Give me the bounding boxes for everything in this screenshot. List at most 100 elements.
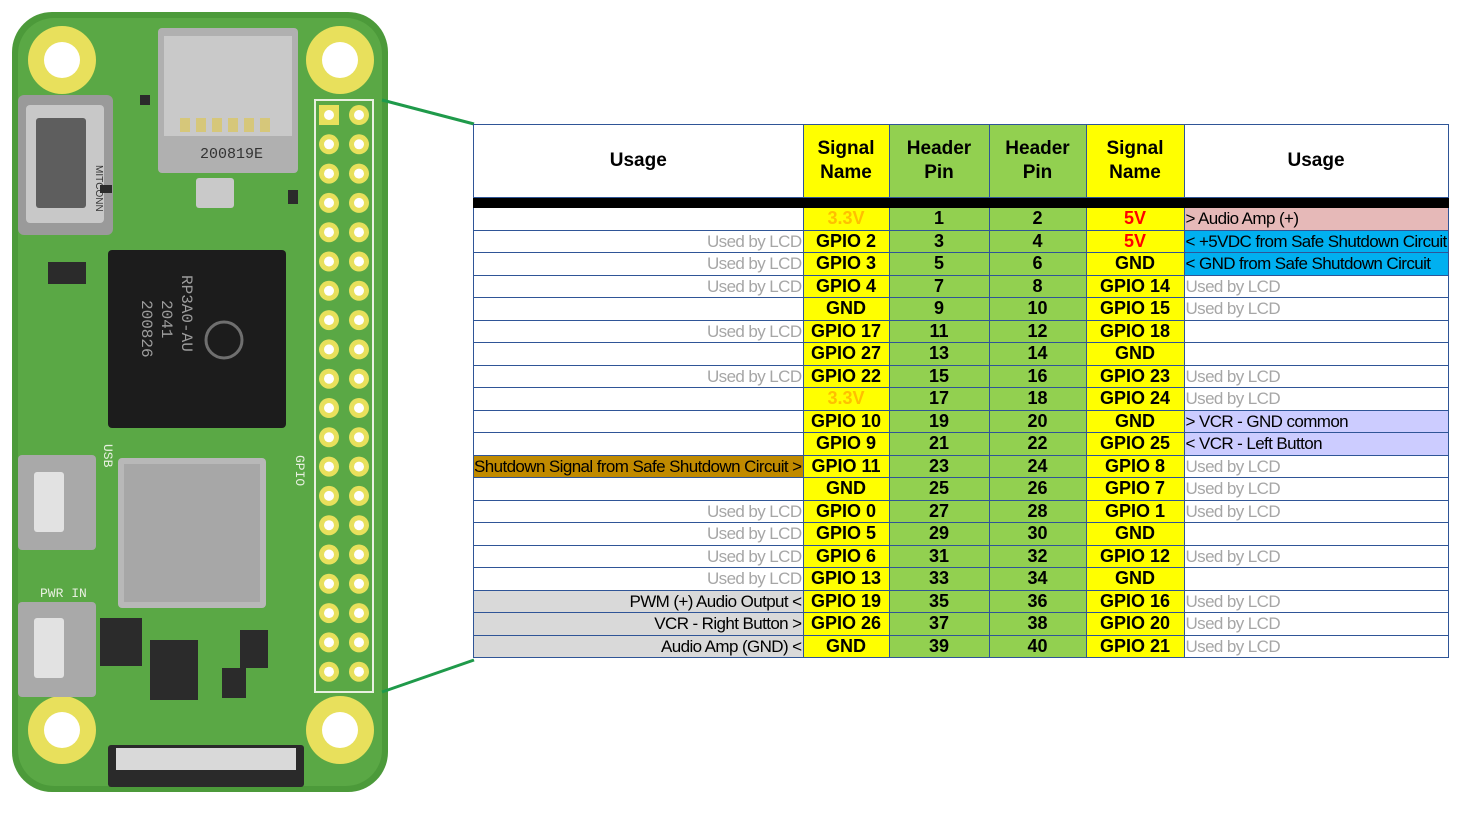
left-usage-cell: Used by LCD — [473, 364, 804, 388]
left-usage-cell — [473, 432, 804, 456]
gpio-pad-hole — [354, 432, 364, 443]
left-signal-cell: GND — [802, 297, 890, 321]
left-pin-cell: 19 — [888, 409, 990, 433]
left-signal-cell: 3.3V — [802, 387, 890, 411]
left-signal-cell: GPIO 0 — [802, 499, 890, 523]
gpio-header-outline — [314, 99, 374, 693]
right-pin-cell: 26 — [988, 477, 1087, 501]
mounting-holes — [28, 26, 374, 764]
gpio-pad-hole — [354, 461, 364, 472]
right-signal-cell: GND — [1085, 522, 1185, 546]
right-signal-cell: GPIO 14 — [1085, 274, 1185, 298]
left-usage-cell: PWM (+) Audio Output < — [473, 589, 804, 613]
right-pin-cell: 16 — [988, 364, 1087, 388]
left-signal-cell: GPIO 5 — [802, 522, 890, 546]
gpio-pad-hole — [354, 139, 364, 150]
header-usage-left: Usage — [473, 124, 804, 198]
gpio-pad-hole — [324, 403, 334, 413]
gpio-pad-hole — [354, 666, 364, 677]
left-pin-cell: 17 — [888, 387, 990, 411]
left-signal-cell: GND — [802, 477, 890, 501]
left-pin-cell: 29 — [888, 522, 990, 546]
gpio-pad-hole — [324, 344, 334, 355]
left-pin-cell: 21 — [888, 432, 990, 456]
right-signal-cell: GPIO 25 — [1085, 432, 1185, 456]
header-signal-left: Signal Name — [802, 124, 890, 198]
left-usage-cell: Used by LCD — [473, 319, 804, 343]
left-pin-cell: 31 — [888, 544, 990, 568]
right-pin-cell: 12 — [988, 319, 1087, 343]
left-usage-cell: Used by LCD — [473, 522, 804, 546]
gpio-pinout-table: Usage Signal Name Header Pin Header Pin … — [473, 124, 1449, 658]
right-signal-cell: GPIO 7 — [1085, 477, 1185, 501]
right-signal-cell: GPIO 1 — [1085, 499, 1185, 523]
left-usage-cell: Used by LCD — [473, 544, 804, 568]
header-signal-right-line2: Name — [1109, 162, 1161, 183]
microsd-slot: 200819E — [158, 28, 298, 173]
header-pin-right-line1: Header — [1005, 138, 1070, 159]
gpio-pad-hole — [324, 432, 334, 443]
right-signal-cell: GPIO 24 — [1085, 387, 1185, 411]
right-usage-cell: > VCR - GND common — [1183, 409, 1449, 433]
header-separator — [473, 197, 1449, 208]
left-signal-cell: GPIO 10 — [802, 409, 890, 433]
right-usage-cell: Used by LCD — [1183, 544, 1449, 568]
left-usage-cell — [473, 477, 804, 501]
camera-connector — [108, 745, 304, 787]
right-signal-cell: GND — [1085, 567, 1185, 591]
left-usage-cell: VCR - Right Button > — [473, 612, 804, 636]
right-usage-cell — [1183, 342, 1449, 366]
small-components — [48, 95, 298, 700]
gpio-pad-hole — [324, 666, 334, 677]
right-signal-cell: GPIO 20 — [1085, 612, 1185, 636]
right-usage-cell: > Audio Amp (+) — [1183, 207, 1449, 231]
left-pin-cell: 3 — [888, 229, 990, 253]
left-usage-cell: Used by LCD — [473, 252, 804, 276]
chip-line-1: RP3A0-AU — [177, 275, 195, 352]
left-usage-cell: Audio Amp (GND) < — [473, 634, 804, 658]
header-pin-left-line2: Pin — [924, 162, 954, 183]
right-signal-cell: GPIO 15 — [1085, 297, 1185, 321]
gpio-label: GPIO — [292, 455, 307, 486]
left-pin-cell: 35 — [888, 589, 990, 613]
gpio-pad-hole — [354, 315, 364, 326]
left-pin-cell: 1 — [888, 207, 990, 231]
left-pin-cell: 15 — [888, 364, 990, 388]
left-signal-cell: GPIO 6 — [802, 544, 890, 568]
left-usage-cell: Used by LCD — [473, 274, 804, 298]
right-usage-cell: Used by LCD — [1183, 499, 1449, 523]
right-usage-cell: Used by LCD — [1183, 454, 1449, 478]
right-pin-cell: 8 — [988, 274, 1087, 298]
left-signal-cell: GPIO 4 — [802, 274, 890, 298]
gpio-pad-hole — [354, 520, 364, 531]
header-signal-right-line1: Signal — [1106, 138, 1164, 159]
left-usage-cell — [473, 409, 804, 433]
gpio-pad-hole — [324, 637, 334, 648]
gpio-pad-hole — [354, 285, 364, 296]
gpio-pad-hole — [354, 490, 364, 501]
pwr-in-label: PWR IN — [40, 586, 87, 601]
right-signal-cell: GND — [1085, 409, 1185, 433]
soc-chip: RP3A0-AU 2041 200826 — [108, 250, 286, 428]
raspberry-logo-icon — [204, 320, 244, 360]
left-signal-cell: GPIO 13 — [802, 567, 890, 591]
usb-label: USB — [100, 444, 115, 468]
right-pin-cell: 20 — [988, 409, 1087, 433]
right-usage-cell: < +5VDC from Safe Shutdown Circuit — [1183, 229, 1449, 253]
gpio-pad-hole — [324, 110, 334, 120]
power-connector — [18, 602, 96, 697]
gpio-pad-hole — [324, 461, 334, 472]
gpio-pad-hole — [354, 373, 364, 384]
